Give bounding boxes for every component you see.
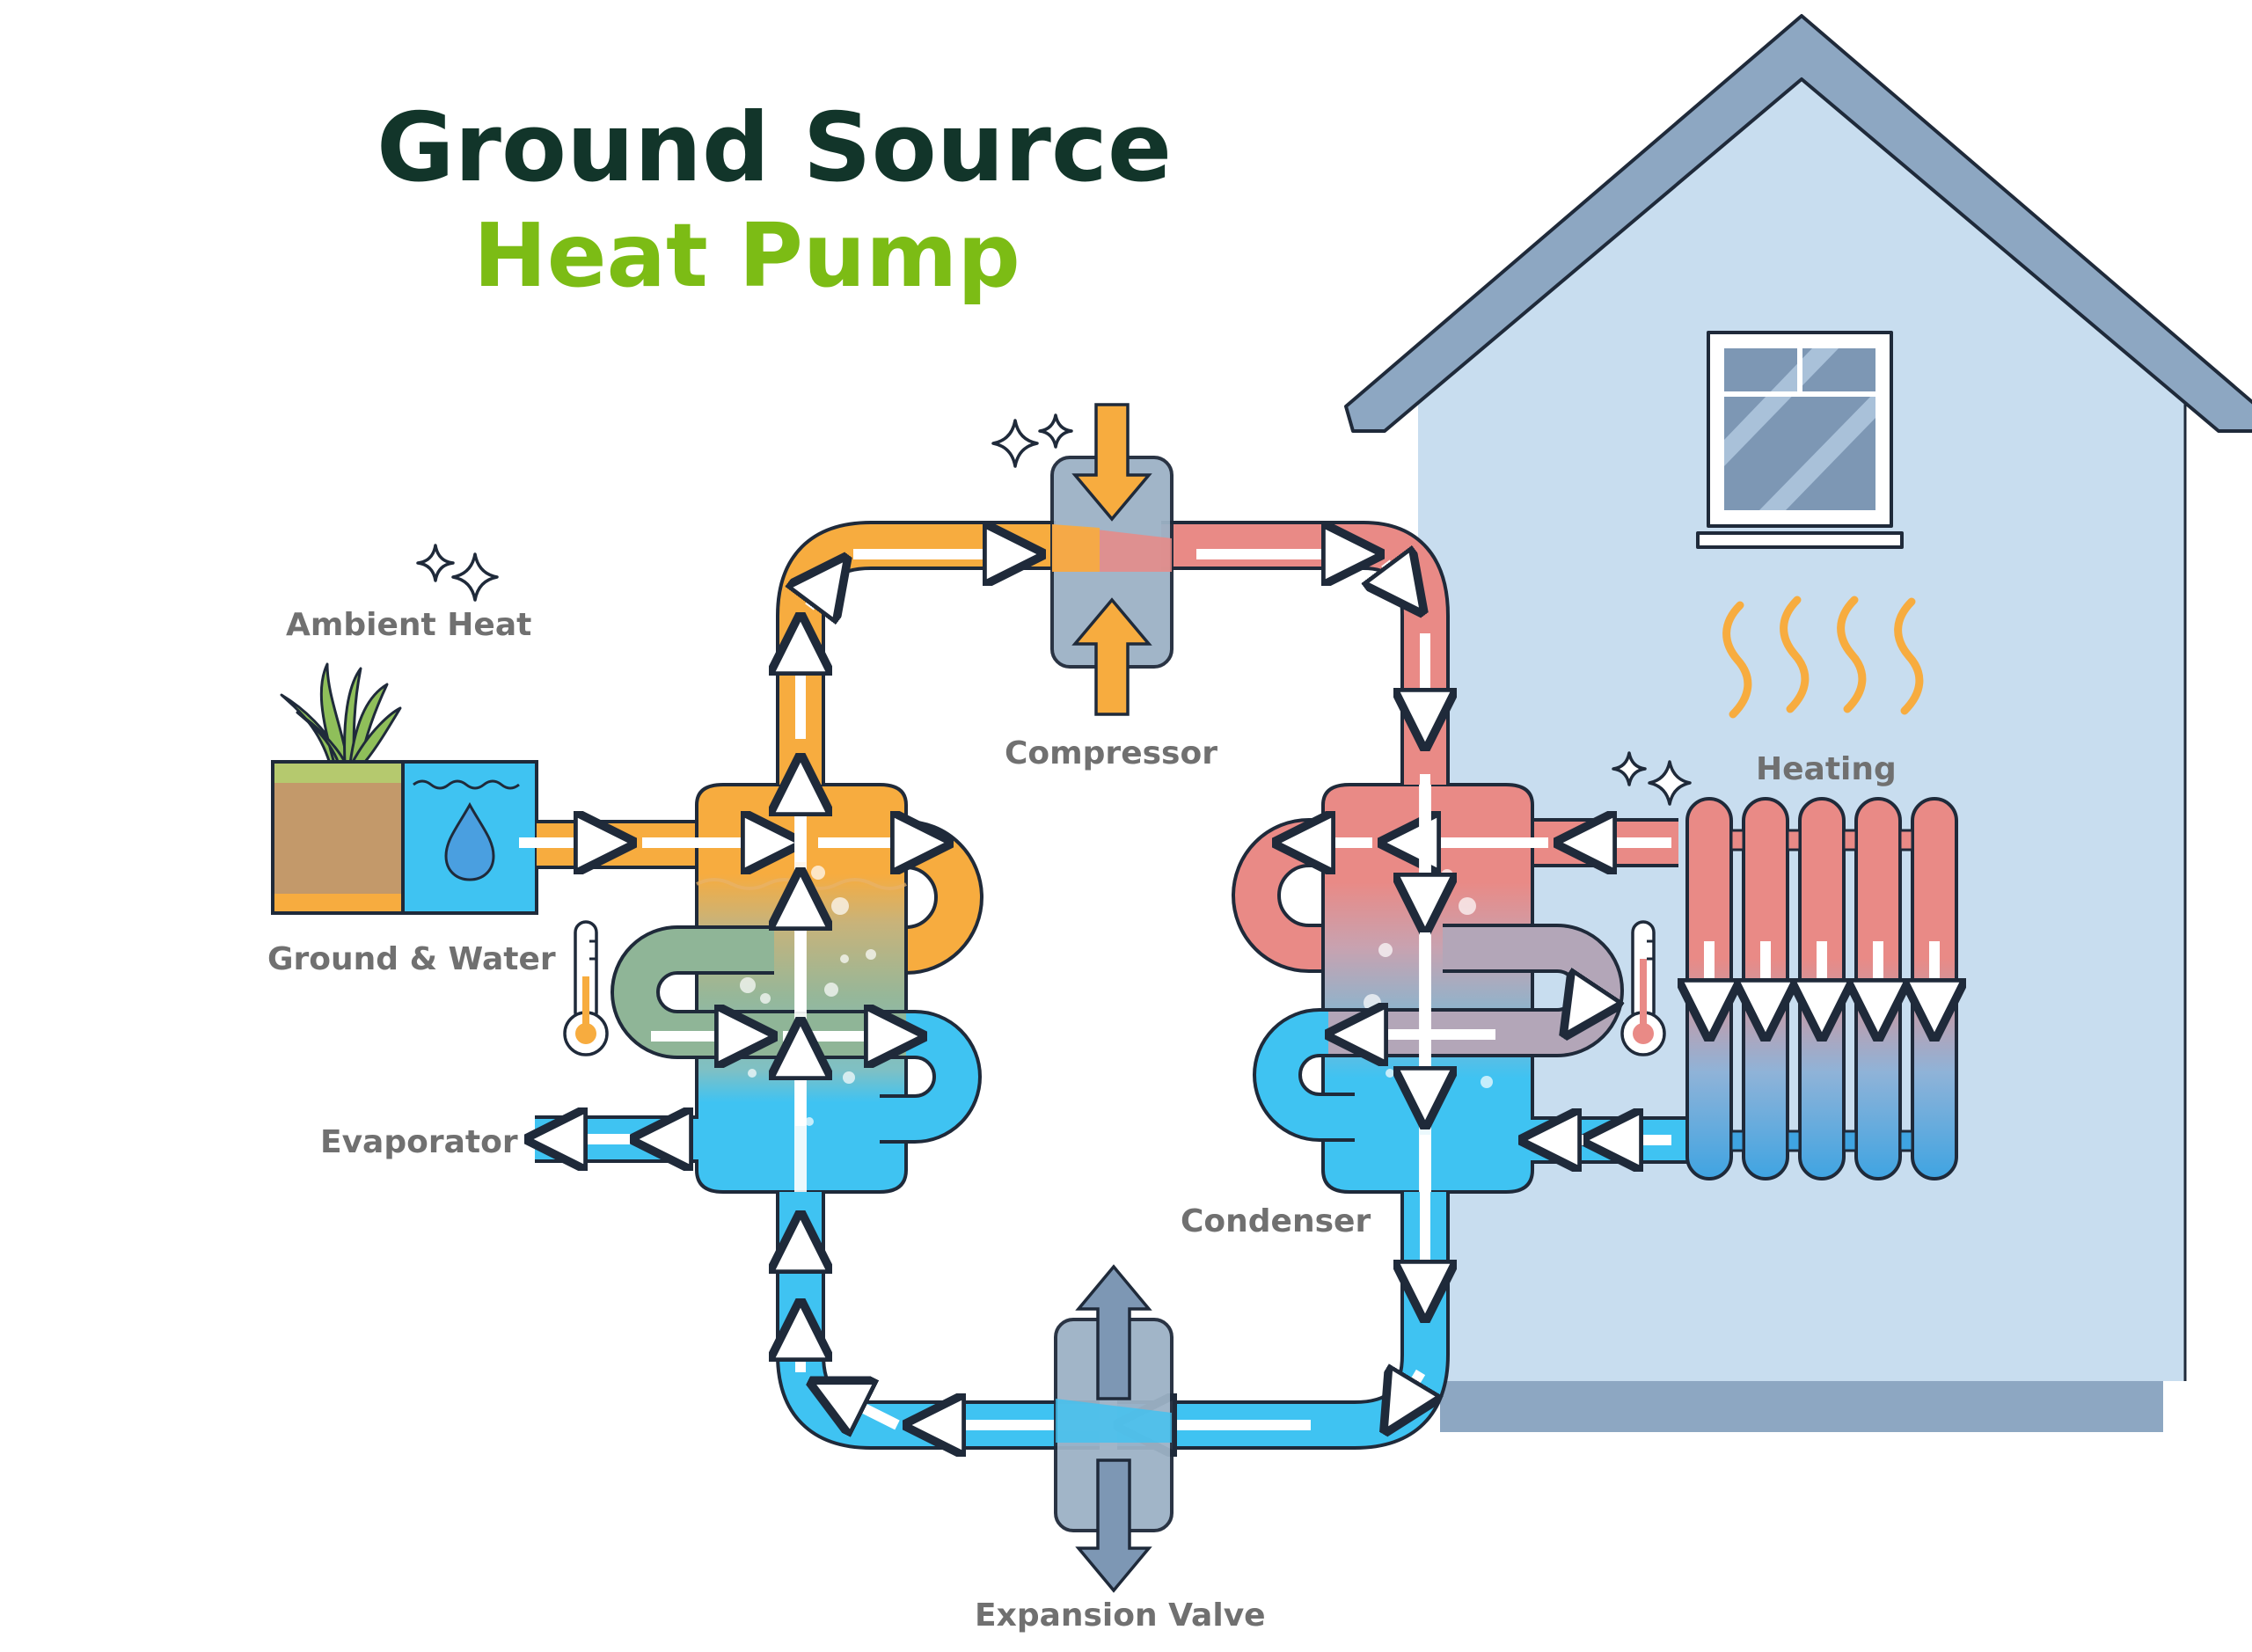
- label-condenser: Condenser: [1181, 1203, 1371, 1239]
- label-expansion-valve: Expansion Valve: [975, 1597, 1266, 1634]
- sparkle-icon: [451, 552, 499, 602]
- title-line2: Heat Pump: [473, 204, 1020, 307]
- compressor: [1050, 403, 1174, 716]
- thermometer-icon: [1620, 920, 1666, 1056]
- heat-wave-icon: [1722, 596, 1924, 719]
- sparkle-icon: [416, 544, 455, 582]
- house-roof: [1344, 14, 2252, 433]
- thermometer-icon: [563, 920, 609, 1056]
- flow-arrow-icon: [519, 843, 932, 1139]
- expansion-arrow-icon: [1075, 1264, 1152, 1400]
- sparkle-icon: [991, 419, 1039, 468]
- label-ambient-heat: Ambient Heat: [286, 607, 531, 643]
- compressor-arrow-icon: [1071, 597, 1152, 716]
- sparkle-icon: [1038, 413, 1073, 449]
- label-evaporator: Evaporator: [320, 1124, 518, 1160]
- label-heating: Heating: [1756, 751, 1897, 787]
- water-drop-icon: [444, 801, 495, 881]
- grass-icon: [280, 662, 402, 765]
- ground-water-block: [271, 662, 538, 915]
- condenser: [1232, 783, 1691, 1194]
- label-compressor: Compressor: [1005, 735, 1217, 771]
- window-icon: [1696, 331, 1904, 549]
- title-line1: Ground Source: [377, 93, 1172, 203]
- refrigerant-loop: [801, 521, 1425, 1425]
- house-wall: [1418, 55, 2185, 1381]
- sparkle-icons: [416, 413, 1692, 806]
- expansion-arrow-icon: [1075, 1458, 1152, 1593]
- house: [1344, 14, 2252, 1432]
- sparkle-icon: [1612, 751, 1647, 786]
- sparkle-icon: [1648, 760, 1692, 806]
- compressor-arrow-icon: [1071, 403, 1152, 522]
- label-ground-water: Ground & Water: [267, 941, 556, 977]
- radiator-icon: [1687, 797, 1956, 1181]
- expansion-valve: [1054, 1264, 1174, 1593]
